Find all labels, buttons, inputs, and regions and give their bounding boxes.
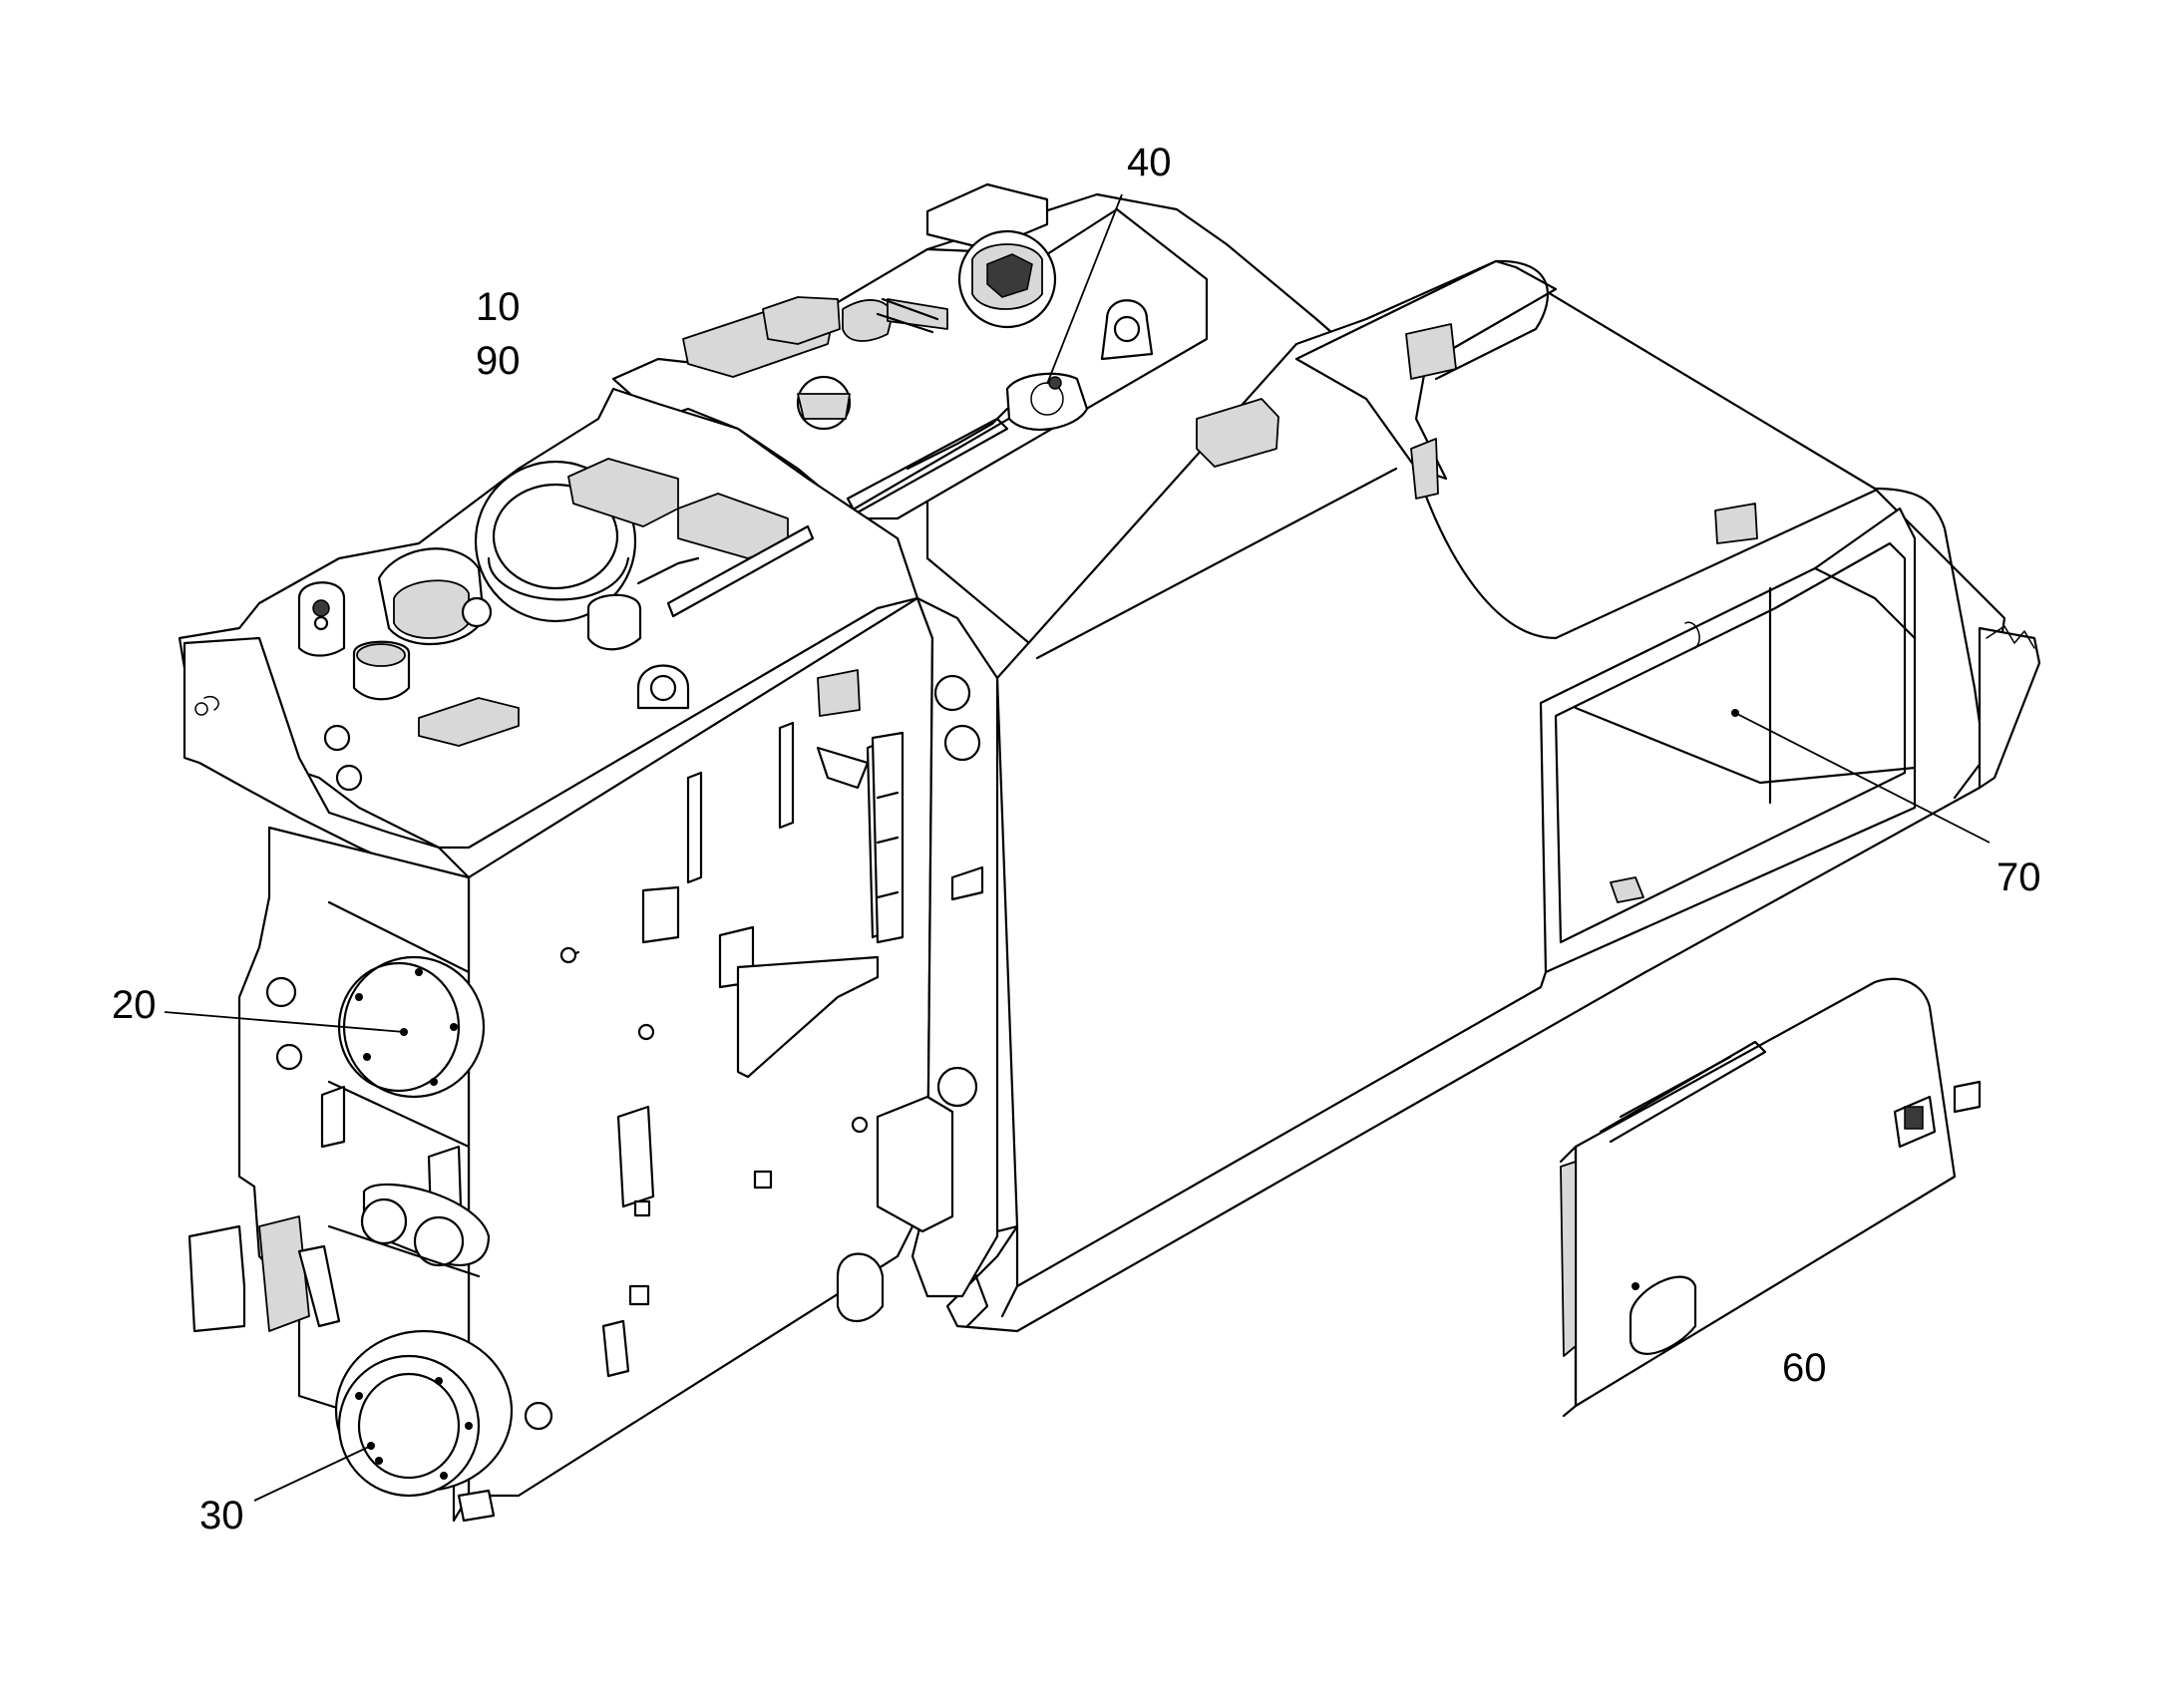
callout-90: 90: [476, 339, 521, 383]
front-housing: [178, 387, 999, 1523]
rear-tank-body: [925, 192, 2041, 1333]
callout-40: 40: [1127, 141, 1172, 184]
callout-10: 10: [476, 285, 521, 329]
callout-30: 30: [199, 1494, 244, 1537]
callout-60: 60: [1782, 1346, 1827, 1390]
leader-lines: [164, 193, 1991, 1502]
central-top-plate: [611, 182, 1209, 520]
door-panel: [1559, 977, 1982, 1418]
callout-70: 70: [1997, 855, 2041, 899]
callout-20: 20: [112, 983, 157, 1027]
